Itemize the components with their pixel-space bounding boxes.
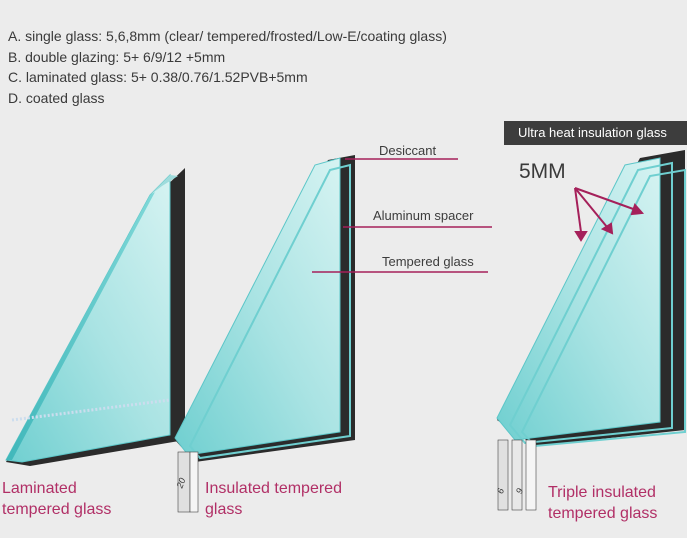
- spec-item: D. coated glass: [8, 89, 105, 106]
- insulated-glass-unit: [174, 155, 355, 513]
- spec-list: A. single glass: 5,6,8mm (clear/ tempere…: [8, 26, 447, 108]
- spec-item: B. double glazing: 5+ 6/9/12 +5mm: [8, 48, 226, 65]
- callout-desiccant: Desiccant: [379, 143, 437, 158]
- caption-line: Insulated tempered: [205, 480, 342, 497]
- caption-line: Laminated: [2, 480, 77, 497]
- triple-glass-unit: [496, 150, 686, 511]
- callout-tempered-glass: Tempered glass: [382, 254, 474, 269]
- caption-line: tempered glass: [548, 505, 658, 522]
- caption-insulated: Insulated tempered glass: [205, 478, 342, 520]
- caption-line: glass: [205, 501, 243, 518]
- spec-item: C. laminated glass: 5+ 0.38/0.76/1.52PVB…: [8, 69, 308, 85]
- caption-line: Triple insulated: [548, 484, 656, 501]
- callout-aluminum-spacer: Aluminum spacer: [373, 208, 474, 223]
- laminated-glass-unit: [5, 168, 185, 466]
- caption-triple: Triple insulated tempered glass: [548, 482, 657, 524]
- ultra-heat-insulation-badge: Ultra heat insulation glass: [504, 121, 687, 145]
- spec-item: A. single glass: 5,6,8mm (clear/ tempere…: [8, 28, 447, 44]
- caption-line: tempered glass: [2, 501, 112, 518]
- thickness-label: 5MM: [519, 160, 566, 183]
- thickness-arrows: [574, 187, 645, 242]
- caption-laminated: Laminated tempered glass: [2, 478, 111, 520]
